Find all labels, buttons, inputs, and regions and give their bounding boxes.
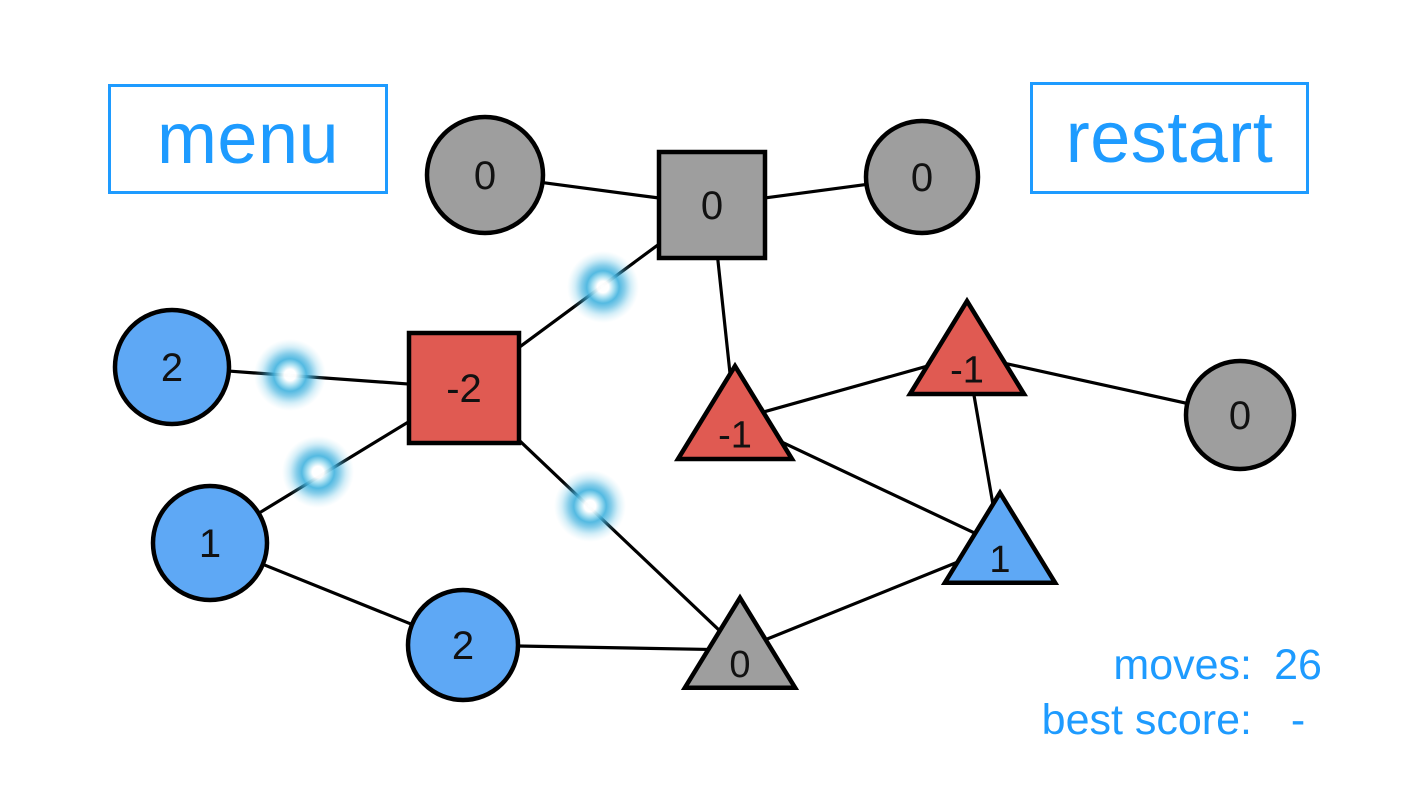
graph-edge[interactable]: [516, 644, 710, 652]
graph-node-circle-n2[interactable]: 0: [863, 118, 981, 236]
graph-node-square-n4[interactable]: -2: [406, 330, 522, 446]
edge-glow-marker[interactable]: [282, 436, 354, 508]
best-score-row: best score: -: [1042, 693, 1336, 748]
circle-shape: [112, 307, 232, 427]
best-score-label: best score:: [1041, 695, 1252, 744]
graph-node-square-n1[interactable]: 0: [656, 149, 768, 261]
triangle-shape: [680, 593, 800, 691]
graph-node-circle-n8[interactable]: 1: [150, 483, 270, 603]
triangle-shape: [940, 488, 1060, 586]
moves-row: moves: 26: [1042, 638, 1336, 693]
node-value-label: -1: [950, 350, 984, 392]
graph-node-circle-n10[interactable]: 2: [405, 587, 521, 703]
node-value-label: 0: [911, 156, 933, 200]
edge-glow-marker[interactable]: [554, 470, 626, 542]
best-score-value: -: [1290, 695, 1306, 744]
square-shape: [406, 330, 522, 446]
graph-edge[interactable]: [716, 256, 732, 376]
square-shape: [656, 149, 768, 261]
menu-button[interactable]: menu: [108, 84, 388, 194]
graph-node-circle-n0[interactable]: 0: [424, 114, 546, 236]
moves-value: 26: [1274, 640, 1322, 689]
graph-edge[interactable]: [779, 440, 977, 535]
circle-shape: [1183, 358, 1297, 472]
node-value-label: 2: [161, 346, 183, 390]
graph-edge[interactable]: [763, 182, 869, 200]
circle-shape: [405, 587, 521, 703]
restart-button[interactable]: restart: [1030, 82, 1309, 194]
edge-glow-marker[interactable]: [254, 339, 326, 411]
graph-edge[interactable]: [764, 560, 960, 642]
graph-node-triangle-n5[interactable]: -1: [673, 361, 797, 462]
triangle-shape: [673, 361, 797, 462]
circle-shape: [424, 114, 546, 236]
edge-glow-marker[interactable]: [567, 251, 639, 323]
graph-node-triangle-n11[interactable]: 0: [680, 593, 800, 691]
scoreboard: moves: 26 best score: -: [1042, 638, 1336, 748]
triangle-shape: [905, 296, 1029, 397]
node-value-label: 0: [701, 184, 723, 228]
node-value-label: -2: [446, 367, 482, 411]
graph-edge[interactable]: [1003, 361, 1189, 406]
graph-edge[interactable]: [540, 180, 661, 200]
node-value-label: 1: [989, 539, 1010, 581]
graph-edge[interactable]: [261, 562, 414, 627]
graph-edge[interactable]: [761, 364, 929, 414]
graph-node-circle-n7[interactable]: 0: [1183, 358, 1297, 472]
graph-node-triangle-n9[interactable]: 1: [940, 488, 1060, 586]
graph-node-triangle-n6[interactable]: -1: [905, 296, 1029, 397]
node-value-label: 0: [1229, 394, 1251, 438]
node-value-label: 0: [729, 644, 750, 686]
moves-label: moves:: [1113, 640, 1252, 689]
graph-edge[interactable]: [517, 438, 722, 633]
node-layer: 0 0 0 2 -2 -1 -1 0 1 1 2 0: [112, 114, 1297, 703]
node-value-label: -1: [718, 415, 752, 457]
circle-shape: [150, 483, 270, 603]
marker-layer: [254, 251, 639, 542]
circle-shape: [863, 118, 981, 236]
node-value-label: 1: [199, 522, 221, 566]
graph-node-circle-n3[interactable]: 2: [112, 307, 232, 427]
graph-edge[interactable]: [972, 392, 995, 506]
node-value-label: 0: [474, 154, 496, 198]
node-value-label: 2: [452, 624, 474, 668]
